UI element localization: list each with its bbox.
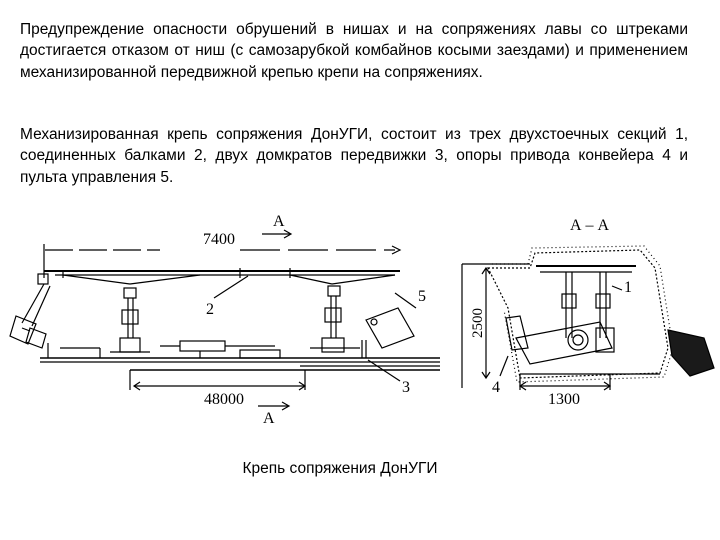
section-mark-top: А xyxy=(273,213,285,230)
control-panel xyxy=(365,292,417,349)
label-2: 2 xyxy=(206,301,214,318)
dimension-7400: 7400 xyxy=(203,231,235,248)
coal-seam xyxy=(667,329,715,377)
label-4: 4 xyxy=(492,379,500,396)
figure-caption: Крепь сопряжения ДонУГИ xyxy=(242,460,438,477)
dimension-48000: 48000 xyxy=(204,391,244,408)
paragraph-intro: Предупреждение опасности обрушений в ниш… xyxy=(20,21,688,81)
paragraph-description: Механизированная крепь сопряжения ДонУГИ… xyxy=(20,126,688,186)
technical-drawing: А 7400 xyxy=(9,213,715,427)
side-view: А 7400 xyxy=(9,213,440,427)
stanchion-right xyxy=(321,285,345,353)
stanchion-left xyxy=(110,287,150,353)
section-title: А – А xyxy=(570,217,610,234)
left-support-section xyxy=(9,273,51,349)
section-view: А – А 2500 1 4 xyxy=(461,217,715,408)
conveyor-drive xyxy=(505,315,615,365)
label-1: 1 xyxy=(624,279,632,296)
jack-cylinder xyxy=(179,340,226,352)
label-5: 5 xyxy=(418,288,426,305)
dimension-2500: 2500 xyxy=(470,308,486,338)
rock-contour xyxy=(487,249,669,379)
label-3: 3 xyxy=(402,379,410,396)
section-mark-bottom: А xyxy=(263,410,275,427)
dimension-1300: 1300 xyxy=(548,391,580,408)
